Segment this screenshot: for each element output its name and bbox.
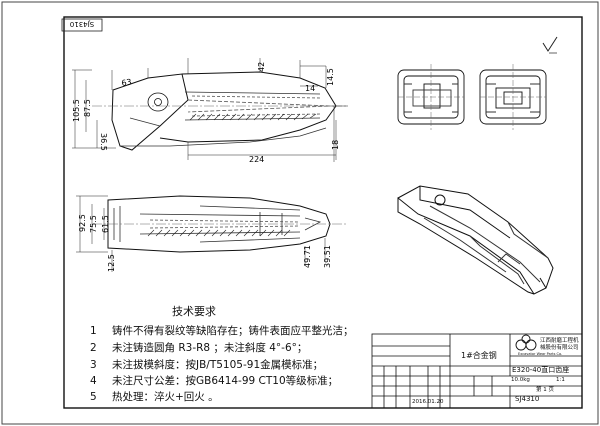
dim-42: 42 [257, 62, 266, 72]
top-view-dimensions [76, 195, 326, 272]
dim-75-5: 75.5 [89, 215, 98, 233]
code-text-top: SJ4310 [70, 20, 94, 28]
company-name-1: 江西耐磨工程机 [540, 338, 579, 344]
sheet-value: 第 1 页 [536, 387, 554, 393]
part-name: E320-40直口齿座 [512, 366, 570, 374]
dim-61-5: 61.5 [101, 215, 110, 233]
top-view [92, 195, 346, 253]
dim-224: 224 [249, 155, 264, 164]
front-end-view [397, 64, 465, 130]
dim-12-5: 12.5 [107, 254, 116, 272]
company-name-2: 械股份有限公司 [540, 345, 579, 351]
dim-14-5: 14.5 [326, 68, 335, 86]
dim-63: 63 [121, 77, 133, 88]
company-name-3: Excavator Wear Parts Co. [518, 352, 563, 356]
dim-105-5: 105.5 [72, 99, 81, 122]
dim-18: 18 [331, 140, 340, 150]
isometric-view [397, 185, 554, 295]
material-label: 1#合金钢 [461, 351, 497, 360]
dim-92-5: 92.5 [78, 214, 87, 232]
inner-frame [63, 16, 583, 409]
dim-36-5: 36.5 [99, 133, 108, 151]
checkmark-icon [542, 36, 558, 52]
side-view [92, 71, 346, 151]
dim-87-5: 87.5 [83, 99, 92, 117]
dim-49-71: 49.71 [303, 245, 312, 268]
dim-39-51: 39.51 [323, 245, 332, 268]
scale-value: 1:1 [556, 377, 565, 383]
company-logo [515, 334, 537, 351]
dim-14: 14 [305, 84, 315, 93]
date-value: 2016.01.20 [412, 399, 444, 405]
title-block-lines [371, 333, 583, 409]
weight-value: 10.0kg [511, 377, 530, 383]
notes-title: 技术要求 [172, 305, 216, 318]
code-box-top [61, 18, 103, 32]
side-view-dimensions [72, 58, 348, 162]
code-text-bottom: SJ4310 [515, 395, 540, 403]
rear-end-view [479, 64, 547, 130]
